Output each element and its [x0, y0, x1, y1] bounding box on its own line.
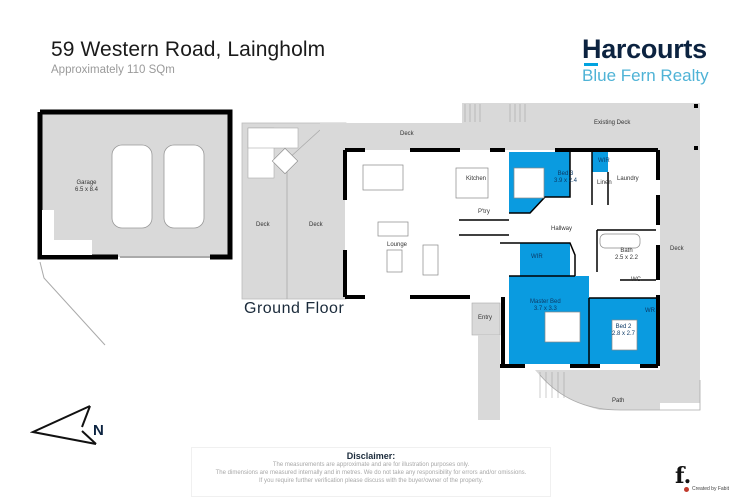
room-wir-master — [520, 243, 570, 276]
label-existing-deck: Existing Deck — [594, 120, 631, 126]
label-deck-right: Deck — [670, 246, 684, 252]
label-wir-master: WIR — [531, 254, 543, 260]
north-label: N — [93, 422, 104, 439]
label-deck-left: Deck — [256, 222, 270, 228]
deck-top — [320, 123, 700, 150]
north-arrow-icon — [30, 405, 97, 445]
brand-office: Blue Fern Realty — [582, 66, 709, 85]
label-lounge: Lounge — [387, 242, 408, 248]
label-deck-mid: Deck — [309, 222, 323, 228]
label-path: Path — [612, 398, 625, 404]
brand-name: Harcourts — [582, 34, 707, 64]
disclaimer-title: Disclaimer: — [346, 451, 396, 461]
label-laundry: Laundry — [617, 176, 639, 182]
label-pantry: P'try — [478, 209, 490, 215]
disclaimer-line: If you require further verification plea… — [258, 478, 483, 484]
floor-label: Ground Floor — [244, 300, 345, 317]
brand-underline — [584, 63, 598, 66]
property-area: Approximately 110 SQm — [51, 64, 175, 76]
label-wir-bed3: WIR — [598, 158, 610, 164]
deck-right — [660, 123, 700, 403]
garage — [37, 109, 233, 346]
fabit-text: Created by Fabit — [692, 486, 729, 492]
label-linen: Linen — [597, 180, 612, 186]
disclaimer-line: The dimensions are measured internally a… — [215, 470, 527, 476]
label-wr-bed2: WR — [645, 308, 655, 314]
label-hallway: Hallway — [551, 226, 573, 232]
fabit-logo: f. — [675, 463, 692, 489]
property-address: 59 Western Road, Laingholm — [51, 38, 326, 61]
fabit-dot-icon — [684, 487, 689, 492]
disclaimer: Disclaimer: The measurements are approxi… — [191, 447, 551, 497]
agency-logo: Harcourts Blue Fern Realty — [582, 36, 709, 85]
label-deck-top: Deck — [400, 131, 414, 137]
disclaimer-line: The measurements are approximate and are… — [272, 462, 470, 468]
label-wc: WC — [631, 277, 641, 283]
label-kitchen: Kitchen — [466, 176, 487, 182]
label-entry: Entry — [478, 315, 493, 321]
room-wir-bed3 — [592, 152, 608, 172]
